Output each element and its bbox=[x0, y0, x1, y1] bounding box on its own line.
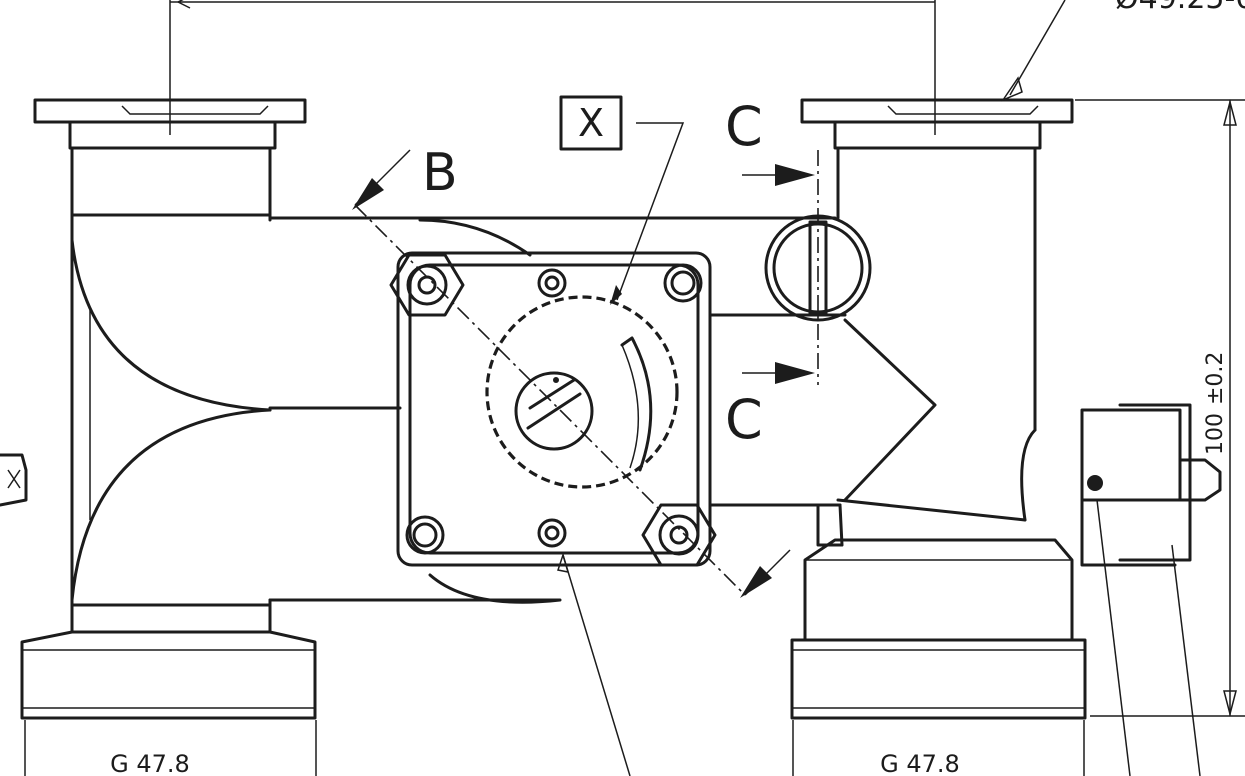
section-label-b: B bbox=[422, 143, 458, 203]
thread-dimension-lines bbox=[24, 720, 1085, 776]
section-label-c-bottom: C bbox=[725, 388, 763, 451]
leader-lines bbox=[557, 499, 1201, 776]
detail-x-box bbox=[559, 95, 685, 305]
hex-nut-top-left bbox=[389, 253, 465, 317]
detail-label-x: X bbox=[578, 101, 604, 145]
left-pipe-body bbox=[20, 98, 317, 720]
height-dimension-value: 100 bbox=[1203, 413, 1228, 455]
side-port bbox=[764, 150, 872, 385]
spindle bbox=[485, 295, 679, 489]
section-line-b bbox=[352, 149, 791, 598]
thread-label-right: G 47.8 bbox=[880, 750, 960, 776]
side-sensor bbox=[1080, 403, 1222, 567]
hex-nut-bottom-right bbox=[641, 503, 717, 567]
section-label-c-top: C bbox=[725, 95, 763, 158]
height-dimension-tolerance: ±0.2 bbox=[1203, 352, 1228, 405]
top-right-leader bbox=[1000, 0, 1066, 102]
top-right-dimension: Ø49.25-0 bbox=[1115, 0, 1245, 16]
section-arrows-c bbox=[742, 164, 815, 384]
actuator-plate bbox=[396, 251, 712, 567]
thread-label-left: G 47.8 bbox=[110, 750, 190, 776]
left-edge-fragment bbox=[0, 453, 28, 507]
right-pipe-body bbox=[708, 98, 1087, 720]
top-dimension-line bbox=[169, 0, 936, 135]
central-connector bbox=[268, 216, 837, 604]
height-dimension bbox=[1075, 99, 1245, 717]
